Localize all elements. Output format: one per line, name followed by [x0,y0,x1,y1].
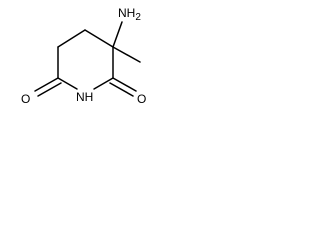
bond-c2-amine [112,21,123,48]
bond-c5-n [57,77,78,90]
amine-label: NH2 [118,6,141,23]
right-oxygen-label: O [137,92,146,106]
bond-c3-c4 [57,29,86,48]
bond-n-c6 [93,77,114,90]
bond-c5-o-left-a [34,77,59,92]
bond-c6-o-right-a [112,77,137,92]
bond-c5-o-left-b [37,82,62,97]
imide-nitrogen-label: NH [76,90,93,104]
chemical-structure: NH2 NH O O [21,6,146,106]
bond-c6-o-right-b [109,82,134,97]
left-oxygen-label: O [21,92,30,106]
bond-c2-c3 [84,29,114,48]
structure-canvas: NH2 NH O O [0,0,155,124]
bond-c2-methyl [112,46,141,63]
